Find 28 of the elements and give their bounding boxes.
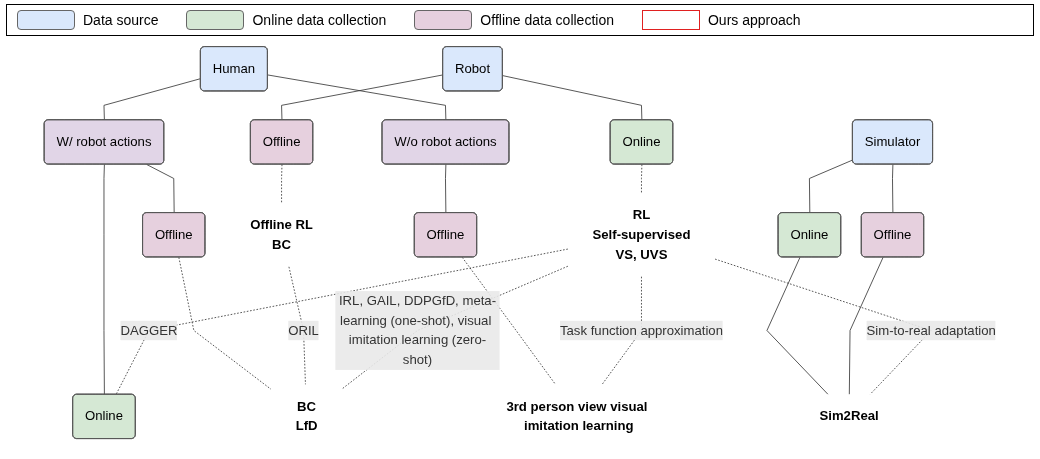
connector <box>641 164 643 194</box>
connector <box>178 256 272 390</box>
node-text: RL Self-supervised VS, UVS <box>592 207 691 262</box>
node-text: Offline RL BC <box>250 217 313 252</box>
legend-label: Ours approach <box>707 12 801 28</box>
edge-label: DAGGER <box>120 323 178 338</box>
edge-label: IRL, GAIL, DDPGfD, meta-learning (one-shot), visual imitation learning (zero-shot) <box>338 293 497 367</box>
connector <box>281 164 283 204</box>
connector <box>502 75 643 121</box>
connector <box>288 266 306 385</box>
connector <box>445 164 447 214</box>
legend-label: Data source <box>83 12 159 28</box>
connector <box>601 276 642 385</box>
connector <box>892 164 894 214</box>
edge-label: ORIL <box>288 323 319 338</box>
legend-label: Offline data collection <box>480 12 614 28</box>
node-text: BC LfD <box>295 399 318 433</box>
connector <box>766 256 829 395</box>
node-text: 3rd person view visual imitation learning <box>506 399 648 433</box>
edge-label: Task function approximation <box>559 323 723 338</box>
legend-label: Online data collection <box>252 12 387 28</box>
connector <box>809 159 854 214</box>
connector <box>103 164 105 395</box>
connector <box>461 256 556 385</box>
node-text: Sim2Real <box>819 408 879 423</box>
connector <box>848 256 884 395</box>
edge-label: Sim-to-real adaptation <box>866 323 996 338</box>
connector <box>103 78 202 121</box>
